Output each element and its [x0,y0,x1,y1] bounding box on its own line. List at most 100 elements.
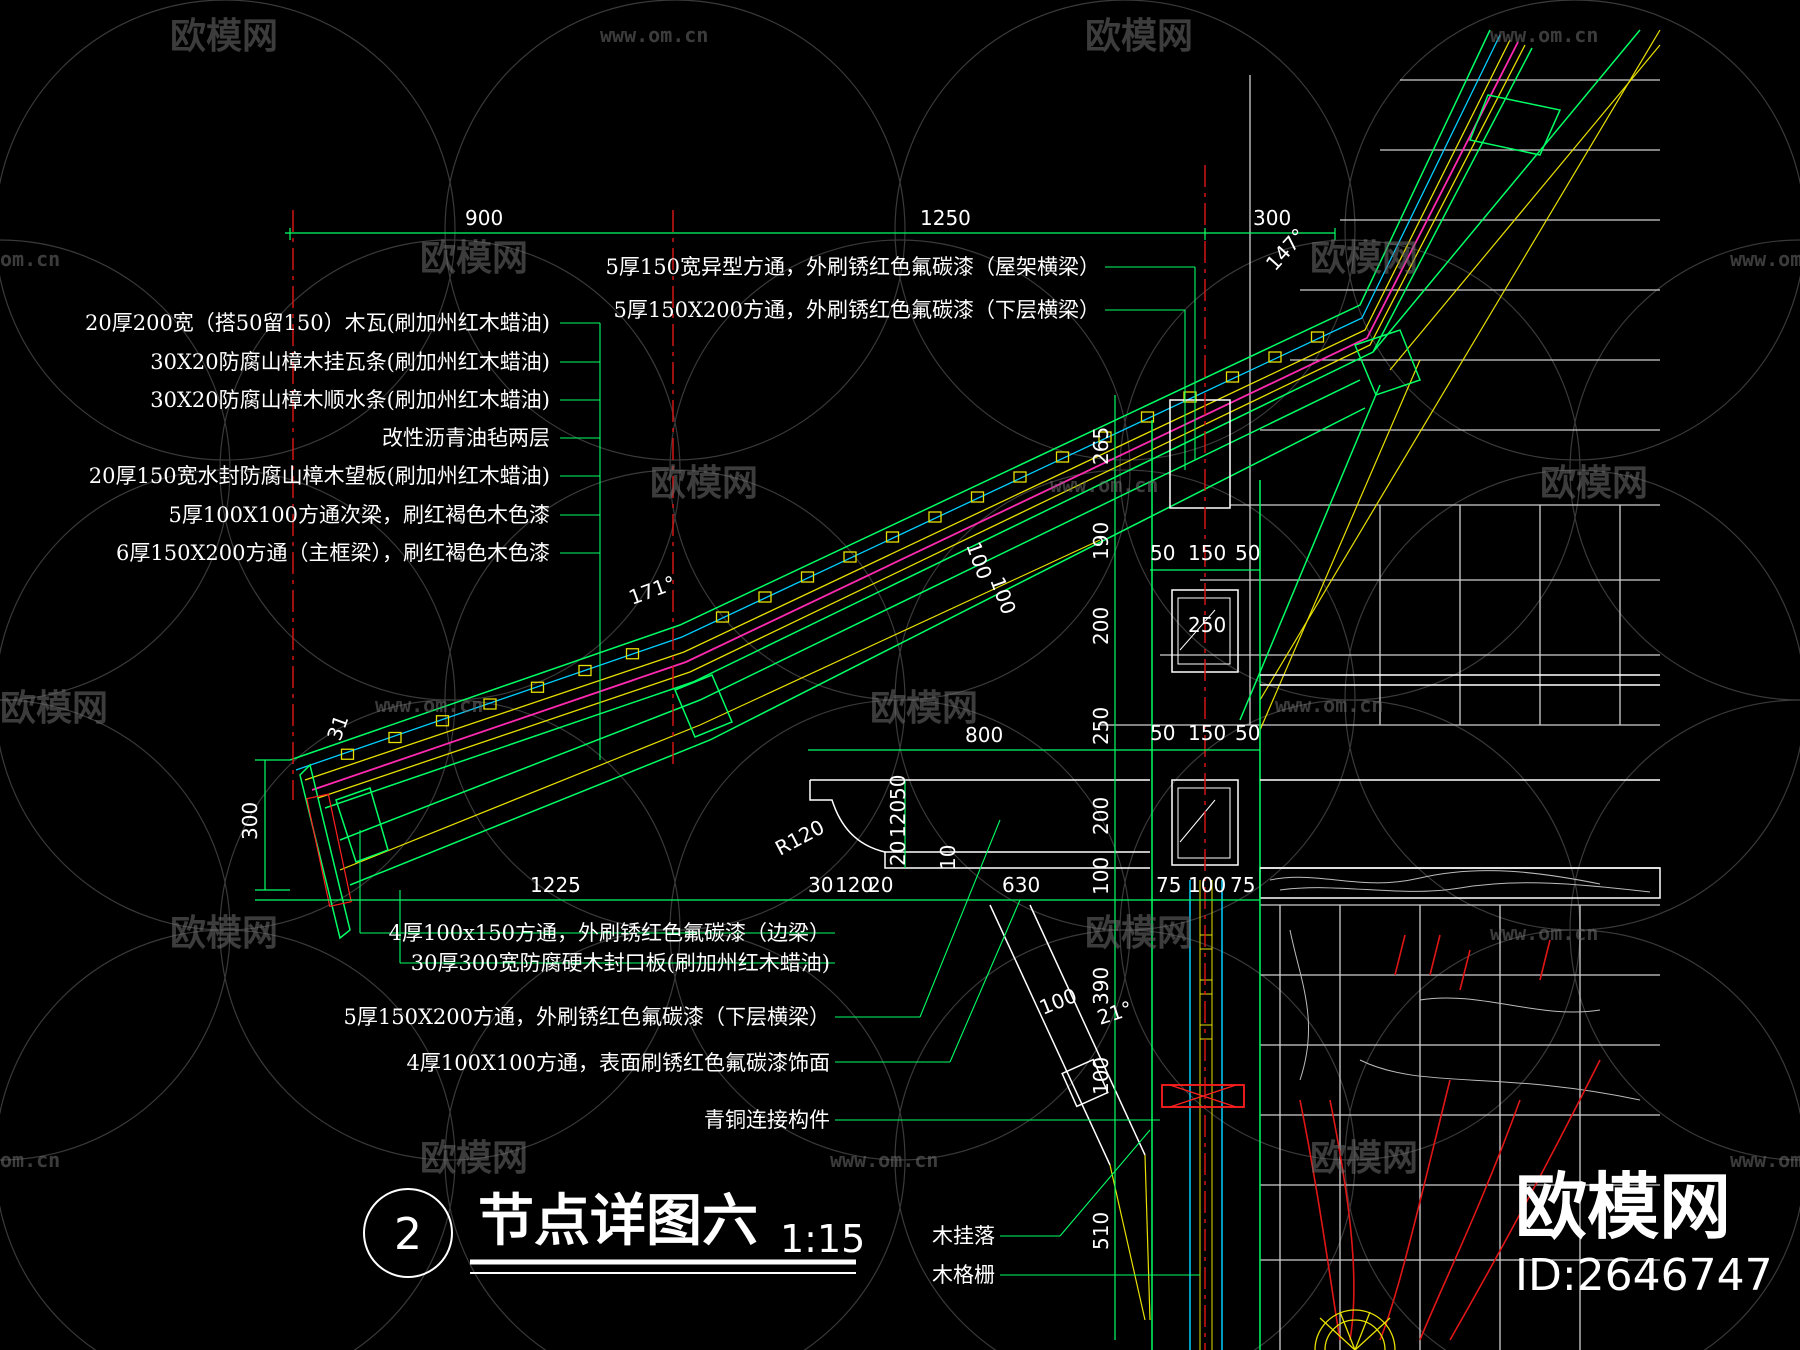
timber-beam [1259,867,1661,1101]
dim-top: 900 [465,206,503,230]
watermark-logo: 欧模网 [170,913,278,954]
watermark-logo: 欧模网 [650,463,758,504]
tile-battens [340,331,1325,760]
dim-radius: R120 [771,815,828,861]
dim-col-v: 510 [1089,1212,1113,1250]
annotation-edge-beam: 4厚100x150方通，外刷锈红色氟碳漆（边梁） [389,921,830,945]
dim-top: 1250 [920,206,971,230]
annotation-fascia-board: 30厚300宽防腐硬木封口板(刷加州红木蜡油) [411,951,830,975]
annotation-roof-truss-beam: 5厚150宽异型方通，外刷锈红色氟碳漆（屋架横梁） [606,255,1100,279]
dim-bottom: 1225 [530,873,581,897]
dim-col-h3: 75 [1156,873,1181,897]
annotation-wood-hanging: 木挂落 [932,1224,995,1248]
dim-col-h2: 150 [1188,721,1226,745]
watermark-logo: 欧模网 [1085,913,1193,954]
annotation-lower-beam: 5厚150X200方通，外刷锈红色氟碳漆（下层横梁） [614,298,1100,322]
watermark-url: www.om.cn [1490,23,1598,47]
watermark-url: om.cn [0,1148,60,1172]
annotation-tile-batten: 30X20防腐山樟木挂瓦条(刷加州红木蜡油) [150,350,550,374]
tile-batten [388,731,402,744]
tile-batten [928,511,942,523]
annotation-bronze-connector: 青铜连接构件 [704,1108,830,1132]
tile-batten [1140,411,1155,423]
tile-batten [1098,431,1112,443]
dim-corbel-v: 120 [886,800,910,838]
watermark-url: www.om.cn [1050,473,1158,497]
watermark-url: om.cn [0,247,60,271]
dim-angle: 147° [1261,223,1311,275]
background-structure [1100,75,1660,1350]
tile-batten [578,664,592,677]
dimension-lines [255,228,1336,1340]
annotation-secondary-beam: 5厚100X100方通次梁，刷红褐色木色漆 [169,503,550,527]
dim-box: 250 [1188,613,1226,637]
annotation-counter-batten: 30X20防腐山樟木顺水条(刷加州红木蜡油) [150,388,550,412]
dim-col-h3: 75 [1230,873,1255,897]
dim-col-v: 190 [1089,522,1113,560]
tile-batten [483,698,497,710]
brand-logo: 欧模网 [1515,1165,1731,1249]
dim-corbel-v: 50 [886,775,910,800]
dim-col-v: 390 [1089,967,1113,1005]
dim-corbel-width: 800 [965,723,1003,747]
annotation-wood-grille: 木格栅 [932,1263,995,1287]
watermark-url: www.om.cn [830,1148,938,1172]
watermark-url: www.om.cn [1490,921,1598,945]
tile-batten [1225,371,1240,383]
watermark-url: www.om.cn [600,23,708,47]
tile-batten [435,715,450,727]
dim-bottom: 20 [868,873,893,897]
tile-batten [530,681,545,693]
dim-bottom: 630 [1002,873,1040,897]
dim-col-h3: 100 [1188,873,1226,897]
drawing-number: 2 [394,1209,422,1260]
dim-angle: 171° [626,571,679,610]
dim-bottom: 120 [835,873,873,897]
tile-batten [1013,471,1027,483]
dim-col-h2: 50 [1150,721,1175,745]
tile-batten [1055,451,1070,463]
dim-col-v: 250 [1089,707,1113,745]
annotation-lower-beam-2: 5厚150X200方通，外刷锈红色氟碳漆（下层横梁） [344,1005,830,1029]
dim-col-v: 200 [1089,607,1113,645]
dim-eave-height: 300 [238,802,262,840]
tile-batten [885,531,900,543]
tile-batten [1183,391,1197,403]
watermark-logo: 欧模网 [1085,16,1193,57]
dim-col-v: 265 [1089,427,1113,465]
tile-batten [340,748,355,760]
watermark-logo: 欧模网 [420,1138,528,1179]
tile-batten [715,611,730,623]
dim-col-h1: 150 [1188,541,1226,565]
dim-bottom: 30 [808,873,833,897]
dim-corbel-v: 20 [886,841,910,866]
drawing-scale: 1:15 [780,1217,865,1261]
dim-slope: 100 [961,539,997,583]
watermark-url: www.om.cn [1275,693,1383,717]
roof-assembly [289,29,1661,940]
watermark-logo: 欧模网 [1540,463,1648,504]
brand-id: ID:2646747 [1515,1250,1773,1301]
dimension-texts: 900 1250 300 1225 30 120 20 630 50 150 5… [238,206,1311,1250]
watermark-url: www.om.cn [1730,1148,1800,1172]
dim-col-h1: 50 [1235,541,1260,565]
red-hatch [1299,934,1601,1341]
diagonal-strut [989,904,1151,1321]
watermark-logo: 欧模网 [0,688,108,729]
annotation-wood-tile: 20厚200宽（搭50留150）木瓦(刷加州红木蜡油) [85,311,550,335]
annotation-felt: 改性沥青油毡两层 [382,426,550,450]
annotation-main-beam: 6厚150X200方通（主框梁），刷红褐色木色漆 [116,541,550,565]
annotation-sheathing: 20厚150宽水封防腐山樟木望板(刷加州红木蜡油) [89,464,550,488]
dim-slope: 100 [985,574,1021,618]
dim-col-h2: 50 [1235,721,1260,745]
watermark-logo: 欧模网 [170,16,278,57]
dim-col-v: 100 [1089,1057,1113,1095]
watermark-logo: 欧模网 [1310,238,1418,279]
brand-block: 欧模网 ID:2646747 [1515,1165,1773,1301]
annotations-top: 5厚150宽异型方通，外刷锈红色氟碳漆（屋架横梁） 5厚150X200方通，外刷… [606,255,1100,322]
tile-batten [843,551,857,563]
dim-col-h1: 50 [1150,541,1175,565]
tile-batten [800,571,815,583]
tile-batten [758,591,772,603]
